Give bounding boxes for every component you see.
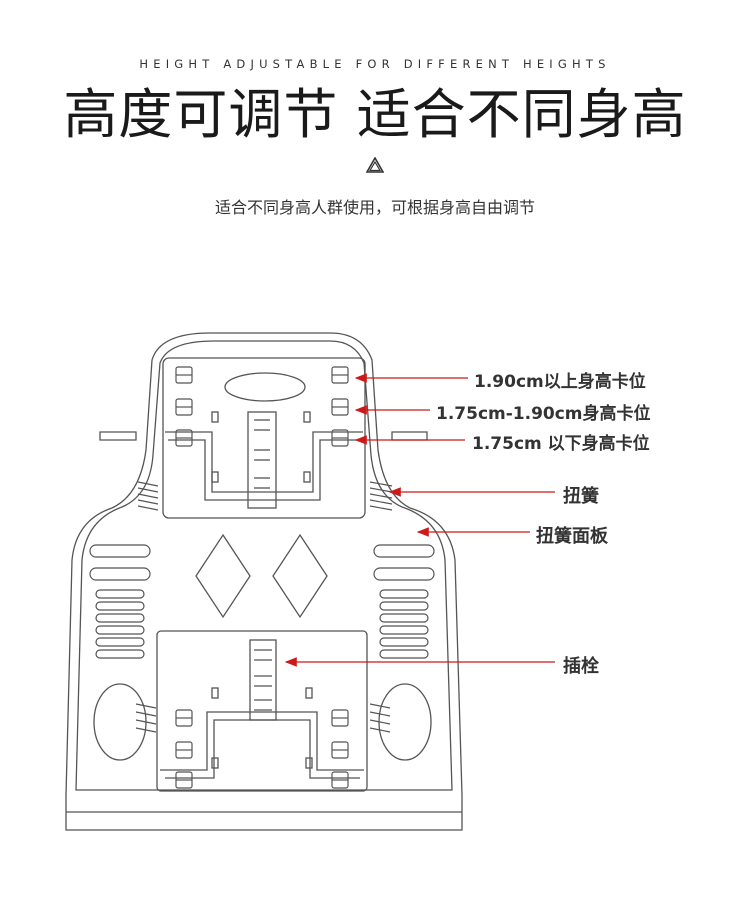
torsion-spring-upper <box>137 481 393 511</box>
lower-slide-plate <box>156 630 368 792</box>
callout-between: 1.75cm-1.90cm身高卡位 <box>436 404 651 424</box>
back-panel-outline <box>65 332 463 831</box>
height-notches-upper <box>175 366 349 447</box>
callout-spring: 扭簧 <box>563 486 599 507</box>
page-title: 高度可调节 适合不同身高 <box>63 83 687 146</box>
height-notches-lower <box>175 709 349 789</box>
diamond-cutouts <box>195 533 328 619</box>
callout-arrows <box>284 373 555 667</box>
torsion-spring-lower <box>135 703 391 733</box>
callout-below-175: 1.75cm 以下身高卡位 <box>472 434 650 454</box>
eyebrow-caption: HEIGHT ADJUSTABLE FOR DIFFERENT HEIGHTS <box>139 57 611 71</box>
callout-above-190: 1.90cm以上身高卡位 <box>474 372 646 392</box>
side-vents <box>89 544 435 659</box>
callout-pin: 插栓 <box>563 656 599 677</box>
callout-spring-panel: 扭簧面板 <box>536 526 608 547</box>
warning-triangle-icon <box>366 157 384 173</box>
page-subtitle: 适合不同身高人群使用，可根据身高自由调节 <box>214 198 535 217</box>
